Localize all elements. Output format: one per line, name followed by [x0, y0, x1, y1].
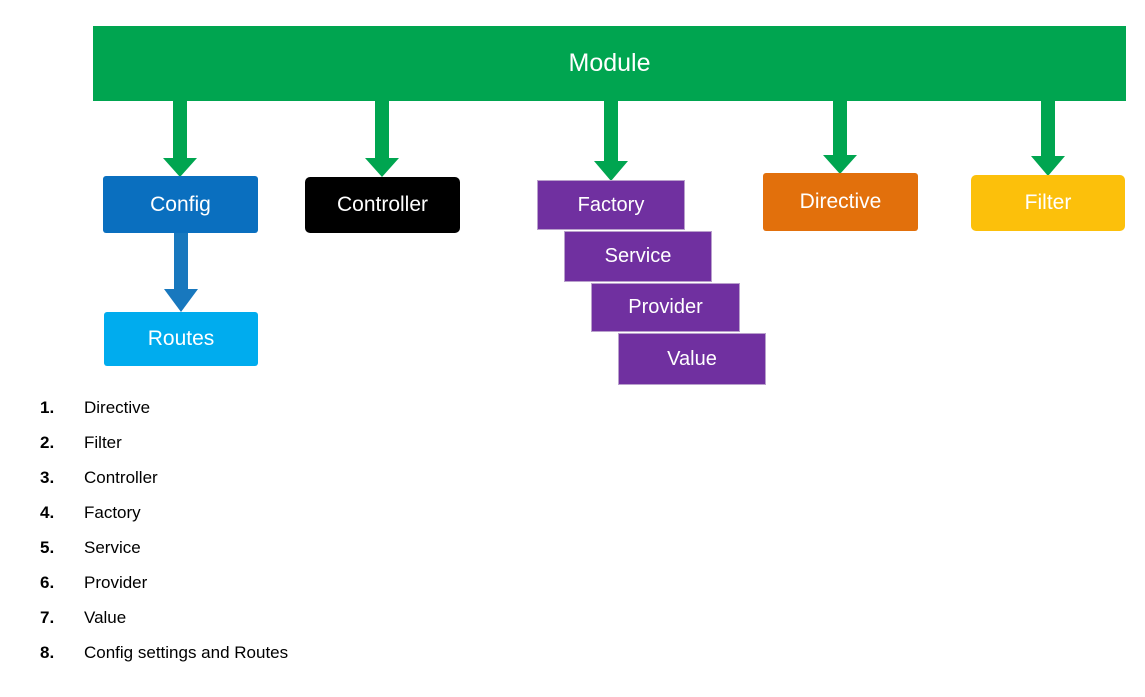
- arrow-module-to-config: [163, 99, 197, 177]
- list-item-label: Factory: [84, 503, 141, 522]
- list-item-number: 3.: [40, 468, 55, 487]
- list-item-number: 1.: [40, 398, 55, 417]
- controller-node-label: Controller: [336, 193, 429, 216]
- value-node[interactable]: Value: [618, 333, 766, 385]
- service-node[interactable]: Service: [564, 231, 712, 282]
- list-item-number: 8.: [40, 643, 55, 662]
- list-item: 7. Value: [40, 608, 560, 643]
- routes-node[interactable]: Routes: [104, 312, 258, 366]
- list-item: 8. Config settings and Routes: [40, 643, 560, 678]
- list-item-number: 7.: [40, 608, 55, 627]
- list-item-number: 6.: [40, 573, 55, 592]
- directive-node[interactable]: Directive: [763, 173, 918, 231]
- filter-node-label: Filter: [1024, 191, 1072, 214]
- list-item-label: Controller: [84, 468, 158, 487]
- list-item: 2. Filter: [40, 433, 560, 468]
- list-item-label: Value: [84, 608, 127, 627]
- value-node-label: Value: [667, 347, 717, 370]
- config-node[interactable]: Config: [103, 176, 258, 233]
- factory-node-label: Factory: [577, 193, 645, 216]
- module-node-label: Module: [568, 49, 651, 77]
- provider-node-label: Provider: [628, 296, 703, 318]
- arrow-module-to-directive: [823, 99, 857, 174]
- list-item: 4. Factory: [40, 503, 560, 538]
- directive-node-label: Directive: [799, 190, 882, 213]
- routes-node-label: Routes: [147, 327, 215, 350]
- arrow-module-to-controller: [365, 99, 399, 177]
- arrow-config-to-routes: [164, 231, 198, 312]
- list-item-label: Provider: [84, 573, 148, 592]
- service-node-label: Service: [604, 245, 672, 267]
- list-item-number: 5.: [40, 538, 55, 557]
- filter-node[interactable]: Filter: [971, 175, 1125, 231]
- list-item-number: 4.: [40, 503, 55, 522]
- list-item: 1. Directive: [40, 398, 560, 433]
- component-list: 1. Directive 2. Filter 3. Controller 4. …: [40, 398, 560, 678]
- list-item: 3. Controller: [40, 468, 560, 503]
- list-item: 5. Service: [40, 538, 560, 573]
- list-item-label: Service: [84, 538, 141, 557]
- controller-node[interactable]: Controller: [305, 177, 460, 233]
- list-item-number: 2.: [40, 433, 55, 452]
- module-node[interactable]: Module: [93, 26, 1126, 101]
- list-item-label: Config settings and Routes: [84, 643, 289, 662]
- list-item: 6. Provider: [40, 573, 560, 608]
- arrow-module-to-factory: [594, 99, 628, 181]
- list-item-label: Filter: [84, 433, 122, 452]
- config-node-label: Config: [150, 192, 211, 216]
- arrow-module-to-filter: [1031, 99, 1065, 176]
- provider-node[interactable]: Provider: [591, 283, 740, 332]
- list-item-label: Directive: [84, 398, 151, 417]
- factory-node[interactable]: Factory: [537, 180, 685, 230]
